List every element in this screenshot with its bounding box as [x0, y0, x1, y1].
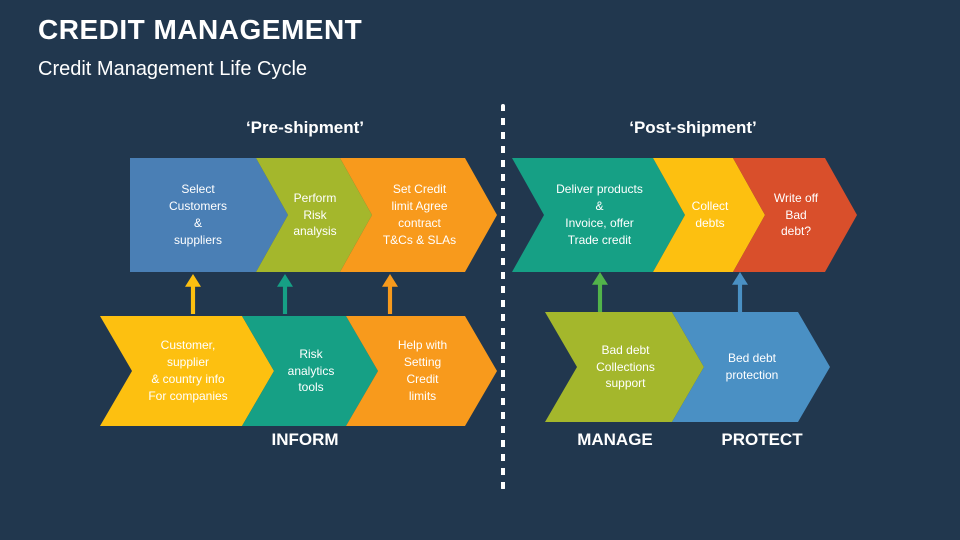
chevron-select-customers: Select Customers & suppliers [130, 158, 288, 272]
chevron-label: Bad debt Collections support [596, 342, 655, 391]
chevron-label: Perform Risk analysis [293, 190, 337, 239]
chevron-label: Help with Setting Credit limits [397, 338, 448, 403]
page-subtitle: Credit Management Life Cycle [38, 58, 308, 80]
footer-manage: MANAGE [577, 430, 653, 449]
page-title: CREDIT MANAGEMENT [38, 14, 363, 45]
pre-shipment-header: ‘Pre-shipment’ [245, 118, 365, 137]
up-arrow-risk-analytics-icon [277, 274, 293, 314]
footer-inform: INFORM [271, 430, 339, 449]
chevron-deliver-products: Deliver products & Invoice, offer Trade … [512, 158, 685, 272]
chevron-label: Deliver products & Invoice, offer Trade … [556, 182, 643, 247]
chevron-customer-supplier-info: Customer, supplier & country info For co… [100, 316, 274, 426]
dashed-divider [501, 104, 505, 490]
chevron-label: Collect debts [691, 199, 729, 230]
chevron-label: Risk analytics tools [287, 346, 335, 395]
up-arrow-collections-support-icon [592, 272, 608, 312]
chevron-bad-debt-collections-support: Bad debt Collections support [545, 312, 704, 422]
up-arrow-debt-protection-icon [732, 272, 748, 312]
chevron-label: Customer, supplier & country info For co… [148, 338, 228, 403]
chevron-label: Bed debt protection [725, 351, 779, 382]
chevron-label: Select Customers & suppliers [168, 182, 227, 247]
post-shipment-header: ‘Post-shipment’ [629, 118, 757, 137]
footer-protect: PROTECT [721, 430, 803, 449]
chevron-label: Set Credit limit Agree contract T&Cs & S… [382, 182, 457, 247]
up-arrow-customer-info-icon [185, 274, 201, 314]
chevron-label: Write off Bad debt? [773, 190, 819, 239]
up-arrow-credit-limits-icon [382, 274, 398, 314]
